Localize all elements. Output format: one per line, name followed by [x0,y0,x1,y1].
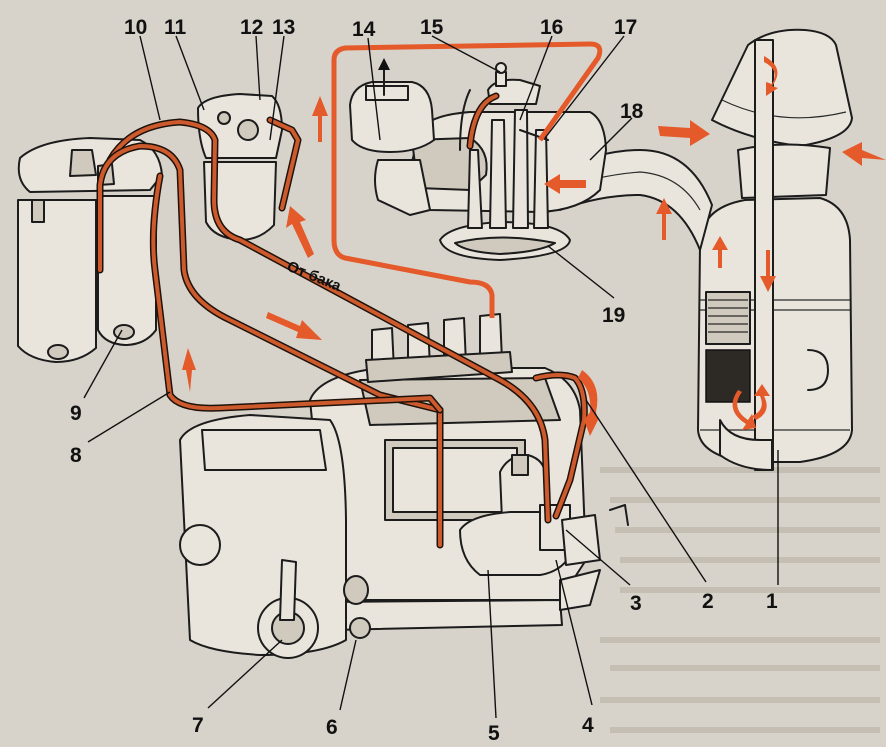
manifold-elbow [349,58,435,216]
callout-14: 14 [352,18,376,41]
arrow-icon [312,96,328,142]
callout-6: 6 [326,716,338,739]
callout-4: 4 [582,714,594,737]
arrow-icon [760,250,776,292]
callout-12: 12 [240,16,263,39]
injection-line-route [331,41,603,318]
coarse-filter-housing [17,137,163,363]
fine-filter [197,93,283,241]
callout-15: 15 [420,16,444,39]
arrow-icon [764,56,778,96]
callout-13: 13 [272,16,295,39]
arrow-icon [266,312,322,340]
callout-16: 16 [540,16,563,39]
callout-8: 8 [70,444,82,467]
callout-1: 1 [766,590,778,613]
callout-numbers: 1 2 3 4 5 6 7 8 9 10 11 12 13 14 15 16 1… [70,16,778,745]
callout-7: 7 [192,714,204,737]
callout-3: 3 [630,592,642,615]
arrow-icon [658,120,710,146]
arrow-icon [712,236,728,268]
callout-10: 10 [124,16,147,39]
arrow-icon [752,384,770,420]
callout-9: 9 [70,402,82,425]
delivery-valve-holders [365,313,513,383]
injection-pump-body [179,313,629,659]
background-text-lines [600,467,880,733]
leader-lines [83,35,779,719]
arrow-icon [842,142,886,166]
arrow-icon [286,206,314,258]
callout-18: 18 [620,100,644,123]
arrow-icon [544,174,586,194]
callout-2: 2 [702,590,714,613]
arrow-icon [182,348,196,392]
flow-arrows [182,56,886,436]
from-tank-label: От бака [285,258,344,295]
cylinder-head-assembly [408,62,607,261]
arrow-icon [656,198,672,240]
callout-17: 17 [614,16,637,39]
fuel-lines [96,92,588,549]
callout-19: 19 [602,304,625,327]
callout-11: 11 [164,16,187,39]
arrow-icon [732,390,756,430]
arrow-icon [578,370,598,436]
callout-5: 5 [488,722,500,745]
